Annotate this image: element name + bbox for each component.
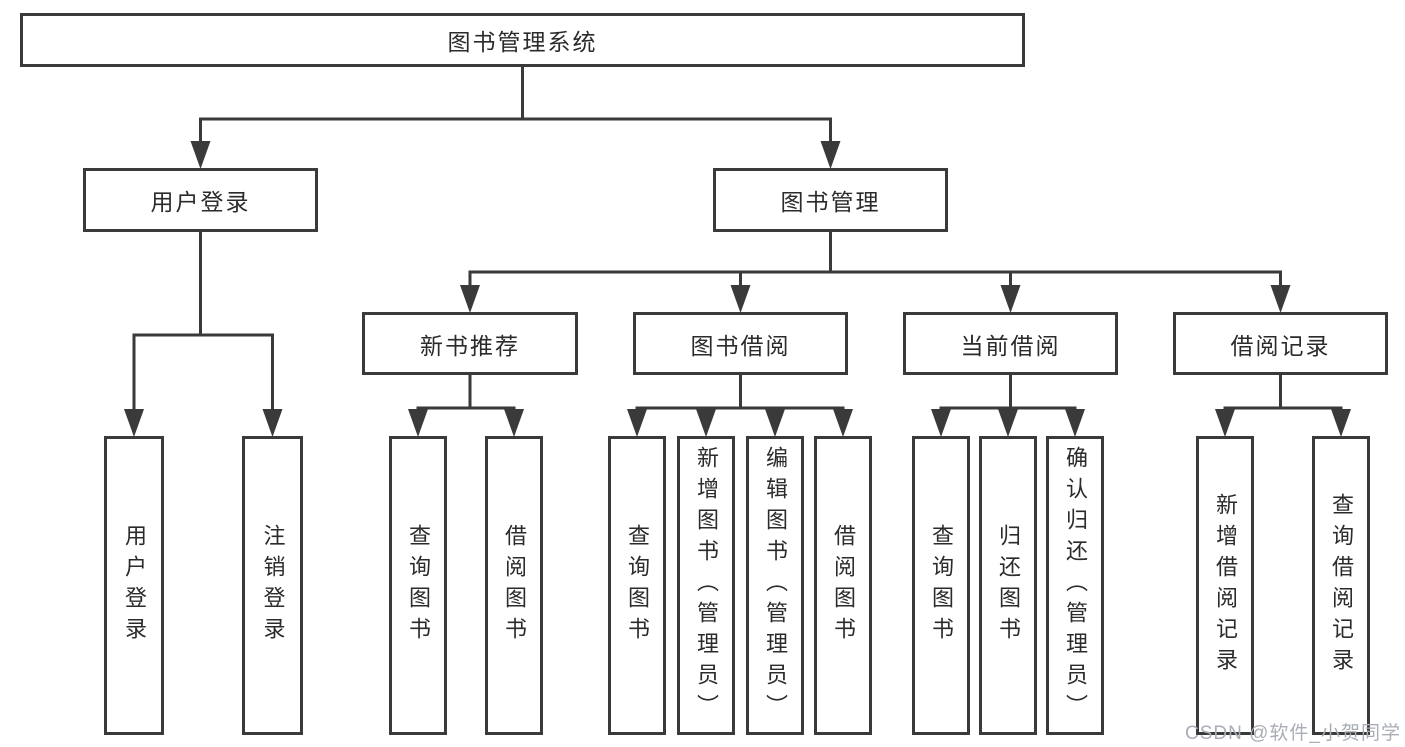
node-user-login: 用户登录 xyxy=(83,168,318,232)
arrowhead-rec-borrow xyxy=(504,409,524,437)
arrowhead-cb-confirm xyxy=(1065,409,1085,437)
arrowhead-bb-edit xyxy=(765,409,785,437)
arrowhead-rec-query xyxy=(408,409,428,437)
node-label: 当前借阅 xyxy=(960,332,1061,359)
arrowhead-bb-add xyxy=(696,409,716,437)
node-label: 借阅图书 xyxy=(831,523,856,648)
node-new-book-rec: 新书推荐 xyxy=(362,312,578,375)
node-label: 编辑图书（管理员） xyxy=(763,446,788,725)
arrowhead-cb-return xyxy=(998,409,1018,437)
node-label: 新增借阅记录 xyxy=(1213,492,1238,679)
node-label: 新增图书（管理员） xyxy=(694,446,719,725)
node-bb-add: 新增图书（管理员） xyxy=(677,436,735,735)
node-cb-return: 归还图书 xyxy=(979,436,1037,735)
node-bb-edit: 编辑图书（管理员） xyxy=(746,436,804,735)
node-label: 注销登录 xyxy=(260,523,286,648)
node-label: 借阅记录 xyxy=(1230,332,1331,359)
arrowhead-bb-borrow xyxy=(833,409,853,437)
node-cb-query: 查询图书 xyxy=(912,436,970,735)
arrowhead-new-book-rec xyxy=(460,285,480,313)
node-bb-borrow: 借阅图书 xyxy=(814,436,872,735)
arrowhead-br-add xyxy=(1215,409,1235,437)
node-label: 查询借阅记录 xyxy=(1329,492,1354,679)
arrowhead-login xyxy=(124,409,144,437)
watermark: CSDN @软件_小贺同学 xyxy=(1185,723,1401,744)
arrowhead-current-borrow xyxy=(1000,285,1021,313)
node-label: 归还图书 xyxy=(996,523,1021,648)
node-cb-confirm: 确认归还（管理员） xyxy=(1046,436,1104,735)
node-current-borrow: 当前借阅 xyxy=(903,312,1118,375)
node-br-add: 新增借阅记录 xyxy=(1196,436,1254,735)
node-label: 图书管理 xyxy=(780,189,881,215)
node-label: 新书推荐 xyxy=(420,332,520,359)
node-rec-query: 查询图书 xyxy=(389,436,447,735)
arrowhead-book-borrow xyxy=(730,285,751,313)
node-rec-borrow: 借阅图书 xyxy=(485,436,543,735)
arrowhead-book-mgmt xyxy=(820,141,841,169)
node-book-mgmt: 图书管理 xyxy=(713,168,948,232)
node-label: 查询图书 xyxy=(406,523,431,648)
node-label: 图书管理系统 xyxy=(447,29,598,55)
arrowhead-br-query xyxy=(1331,409,1351,437)
arrowhead-logout xyxy=(262,409,283,437)
node-label: 图书借阅 xyxy=(690,332,791,359)
node-bb-query: 查询图书 xyxy=(608,436,666,735)
arrowhead-bb-query xyxy=(627,409,647,437)
node-label: 查询图书 xyxy=(929,523,954,648)
node-login: 用户登录 xyxy=(104,436,164,735)
node-label: 用户登录 xyxy=(122,523,147,648)
arrowhead-user-login xyxy=(190,141,211,169)
node-root: 图书管理系统 xyxy=(20,13,1025,67)
arrowhead-cb-query xyxy=(931,409,951,437)
node-borrow-records: 借阅记录 xyxy=(1173,312,1388,375)
node-logout: 注销登录 xyxy=(242,436,303,735)
node-label: 确认归还（管理员） xyxy=(1063,446,1088,725)
arrowhead-borrow-records xyxy=(1270,285,1291,313)
node-br-query: 查询借阅记录 xyxy=(1312,436,1370,735)
node-label: 借阅图书 xyxy=(502,523,527,648)
node-label: 用户登录 xyxy=(150,189,251,215)
node-book-borrow: 图书借阅 xyxy=(633,312,848,375)
node-label: 查询图书 xyxy=(625,523,650,648)
